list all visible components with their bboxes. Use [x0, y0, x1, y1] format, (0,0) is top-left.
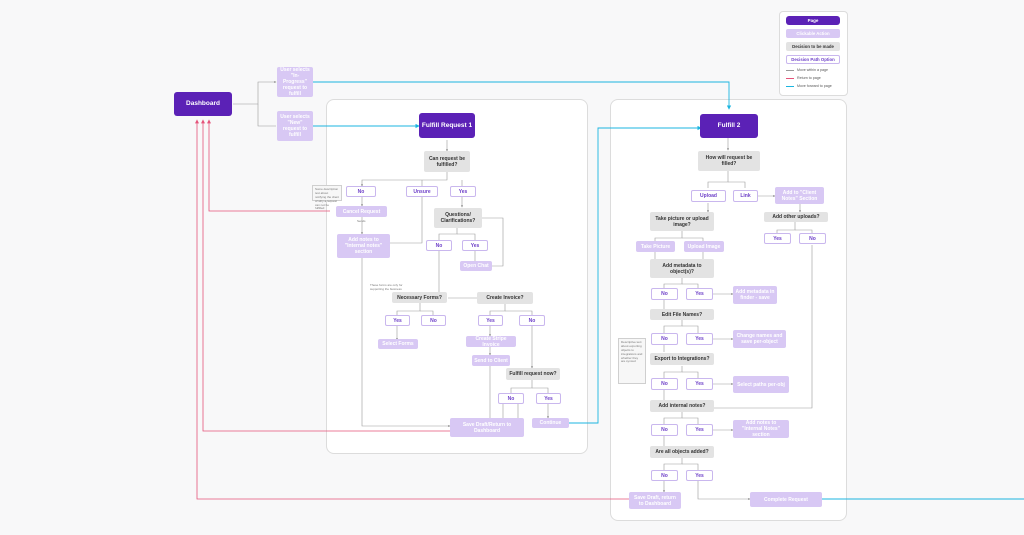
- questions-no-option[interactable]: No: [426, 240, 452, 251]
- how-filled-decision: How will request be filled?: [698, 151, 760, 171]
- invoice-no-option[interactable]: No: [519, 315, 545, 326]
- forward-lines: [313, 81, 1024, 500]
- legend-return-label: Return to page: [797, 76, 821, 80]
- questions-yes-option[interactable]: Yes: [462, 240, 488, 251]
- legend-within-row: Move within a page: [786, 68, 828, 72]
- return-lines: [195, 119, 629, 500]
- upload-image-action[interactable]: Upload Image: [684, 241, 724, 252]
- link-option[interactable]: Link: [733, 190, 758, 202]
- metadata-no-option[interactable]: No: [651, 288, 678, 300]
- questions-decision: Questions/ Clarifications?: [434, 208, 482, 228]
- cancel-sub-label: Sends: [357, 219, 366, 223]
- fulfill-request-1-page[interactable]: Fulfill Request 1: [419, 113, 475, 138]
- create-invoice-decision: Create Invoice?: [477, 292, 533, 304]
- forward-line-icon: [786, 85, 794, 87]
- other-uploads-no-option[interactable]: No: [799, 233, 826, 244]
- internal-notes-no-option[interactable]: No: [651, 424, 678, 436]
- forms-yes-option[interactable]: Yes: [385, 315, 410, 326]
- edit-names-yes-option[interactable]: Yes: [686, 333, 713, 345]
- add-internal-notes-decision: Add internal notes?: [650, 400, 714, 412]
- complete-request-action[interactable]: Complete Request: [750, 492, 822, 507]
- invoice-yes-option[interactable]: Yes: [478, 315, 503, 326]
- legend-forward-label: Move forward to page: [797, 84, 832, 88]
- return-line-icon: [786, 77, 794, 79]
- fulfill-now-no-option[interactable]: No: [498, 393, 524, 404]
- continue-action[interactable]: Continue: [532, 418, 569, 428]
- internal-notes-yes-option[interactable]: Yes: [686, 424, 713, 436]
- save-draft-return-action[interactable]: Save Draft/Return to Dashboard: [450, 418, 524, 437]
- legend-option-swatch: Decision Path Option: [786, 55, 840, 64]
- take-picture-action[interactable]: Take Picture: [636, 241, 675, 252]
- other-uploads-yes-option[interactable]: Yes: [764, 233, 791, 244]
- legend-within-label: Move within a page: [797, 68, 828, 72]
- create-stripe-invoice-action[interactable]: Create Stripe Invoice: [466, 336, 516, 348]
- legend-page-swatch: Page: [786, 16, 840, 25]
- legend-decision-swatch: Decision to be made: [786, 42, 840, 51]
- change-names-action[interactable]: Change names and save per-object: [733, 330, 786, 348]
- select-in-progress-action[interactable]: User selects "In-Progress" request to fu…: [277, 67, 313, 97]
- legend-action-swatch: Clickable Action: [786, 29, 840, 38]
- add-metadata-decision: Add metadata to object(s)?: [650, 259, 714, 278]
- cancel-note: Some description text about notifying th…: [312, 185, 342, 210]
- export-yes-option[interactable]: Yes: [686, 378, 713, 390]
- other-uploads-decision: Add other uploads?: [764, 212, 828, 222]
- select-paths-action[interactable]: Select paths per-obj: [733, 376, 789, 393]
- forms-note: These forms are only for supporting the …: [370, 283, 403, 291]
- necessary-forms-decision: Necessary Forms?: [392, 292, 447, 303]
- dashboard-page[interactable]: Dashboard: [174, 92, 232, 116]
- fulfill-now-yes-option[interactable]: Yes: [536, 393, 561, 404]
- save-draft-f2-action[interactable]: Save Draft, return to Dashboard: [629, 492, 681, 509]
- legend-return-row: Return to page: [786, 76, 821, 80]
- select-forms-action[interactable]: Select Forms: [378, 339, 418, 349]
- all-added-yes-option[interactable]: Yes: [686, 470, 713, 481]
- add-internal-notes-action[interactable]: Add notes to "Internal notes" section: [337, 234, 390, 258]
- send-to-client-action[interactable]: Send to Client: [472, 355, 510, 366]
- can-fulfill-decision: Can request be fulfilled?: [424, 151, 470, 172]
- add-client-notes-action[interactable]: Add to "Client Notes" Section: [775, 187, 824, 204]
- open-chat-action[interactable]: Open Chat: [460, 261, 492, 271]
- within-line-icon: [786, 69, 794, 71]
- fulfill-2-page[interactable]: Fulfill 2: [700, 114, 758, 138]
- edit-file-names-decision: Edit File Names?: [650, 309, 714, 320]
- all-added-no-option[interactable]: No: [651, 470, 678, 481]
- option-unsure[interactable]: Unsure: [406, 186, 438, 197]
- export-note: Descriptive text about exporting objects…: [618, 338, 646, 384]
- cancel-request-action[interactable]: Cancel Request: [336, 206, 387, 217]
- within-page-lines: [233, 80, 813, 501]
- export-no-option[interactable]: No: [651, 378, 678, 390]
- metadata-yes-option[interactable]: Yes: [686, 288, 713, 300]
- export-integrations-decision: Export to Integrations?: [650, 353, 714, 365]
- take-or-upload-decision: Take picture or upload image?: [650, 212, 714, 231]
- fulfill-now-decision: Fulfill request now?: [506, 368, 560, 380]
- upload-option[interactable]: Upload: [691, 190, 726, 202]
- edit-names-no-option[interactable]: No: [651, 333, 678, 345]
- forms-no-option[interactable]: No: [421, 315, 446, 326]
- option-yes[interactable]: Yes: [450, 186, 476, 197]
- option-no[interactable]: No: [346, 186, 376, 197]
- add-internal-notes-f2-action[interactable]: Add notes to "Internal Notes" section: [733, 420, 789, 438]
- legend-forward-row: Move forward to page: [786, 84, 832, 88]
- select-new-action[interactable]: User selects "New" request to fulfill: [277, 111, 313, 141]
- legend: Page Clickable Action Decision to be mad…: [779, 11, 848, 96]
- all-objects-added-decision: Are all objects added?: [650, 446, 714, 458]
- add-metadata-action[interactable]: Add metadata in finder - save: [733, 286, 777, 304]
